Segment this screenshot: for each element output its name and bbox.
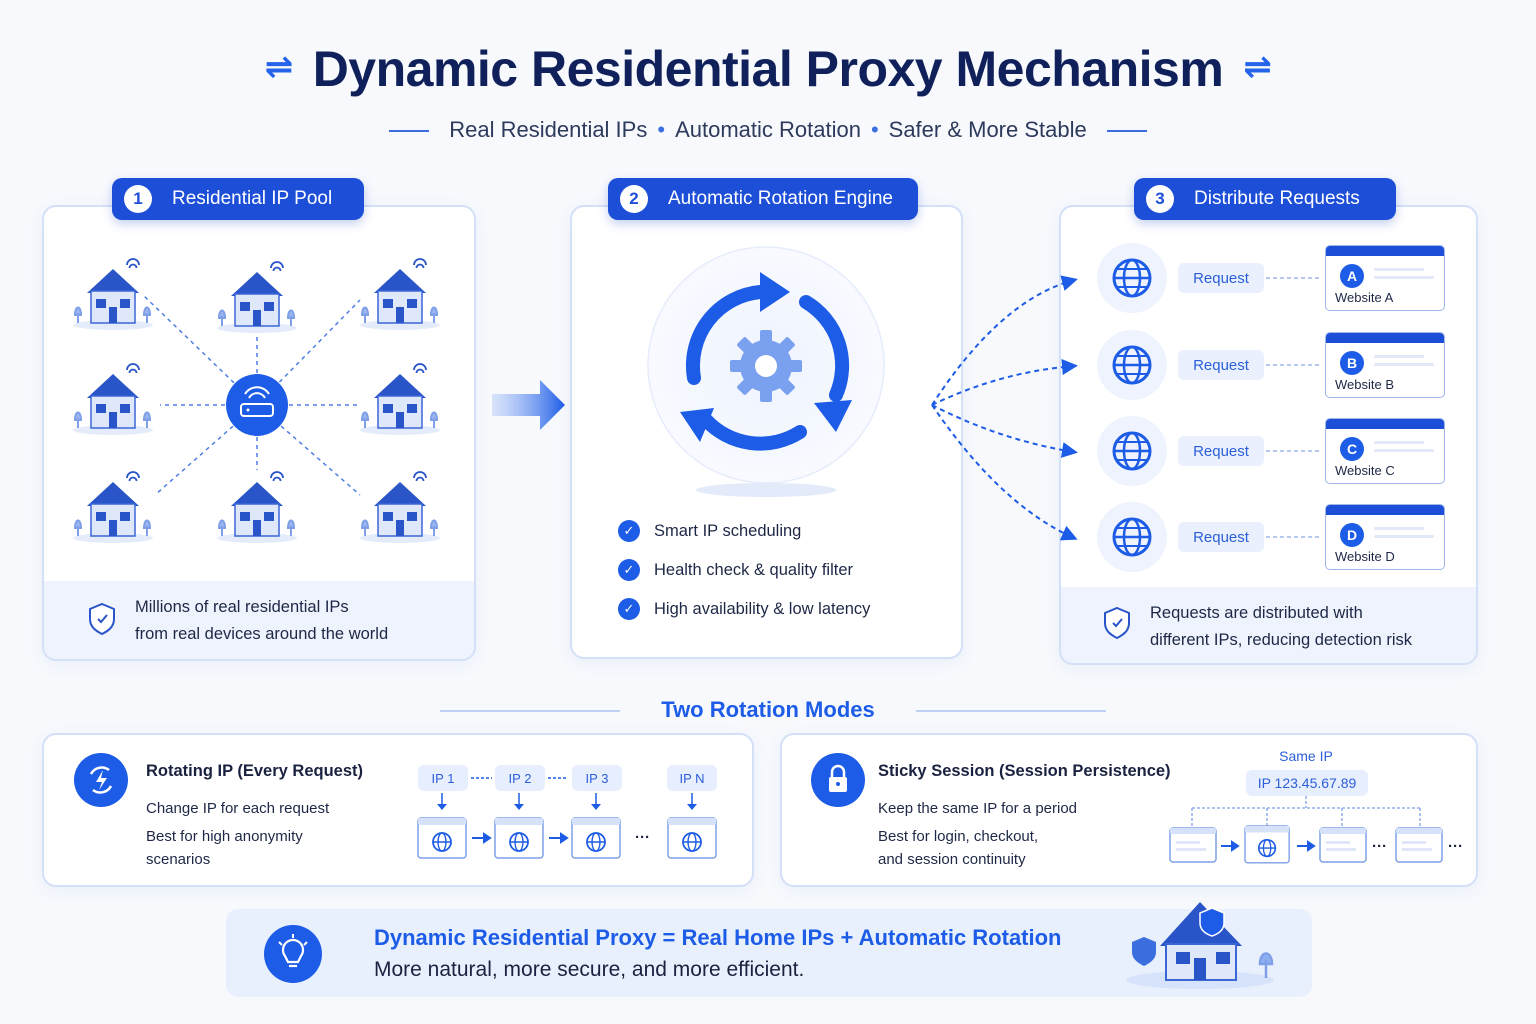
request-label: Request	[1178, 263, 1264, 293]
house-icon	[72, 471, 154, 544]
check-icon: ✓	[618, 520, 640, 542]
house-icon	[1126, 902, 1274, 989]
step-2-header: 2 Automatic Rotation Engine	[608, 178, 918, 220]
lightbulb-icon	[264, 925, 322, 983]
check-icon: ✓	[618, 559, 640, 581]
house-icon	[72, 258, 154, 331]
browser-window-icon	[494, 817, 544, 859]
lock-icon	[811, 753, 865, 807]
website-name: Website C	[1335, 463, 1395, 478]
ip-pill: IP 1	[418, 765, 468, 791]
house-icon	[216, 261, 298, 334]
browser-window-icon	[1319, 827, 1367, 863]
arrow-right-icon	[492, 380, 565, 430]
globe-icon	[1095, 328, 1169, 402]
globe-icon	[1095, 500, 1169, 574]
request-label: Request	[1178, 436, 1264, 466]
step-1-header: 1 Residential IP Pool	[112, 178, 364, 220]
ip-pill: IP 2	[495, 765, 545, 791]
house-icon	[359, 471, 441, 544]
globe-icon	[1095, 414, 1169, 488]
shield-icon	[1104, 606, 1130, 640]
globe-icon	[1095, 241, 1169, 315]
rotating-mode-desc: Change IP for each request Best for high…	[146, 800, 330, 868]
browser-window-icon	[1169, 827, 1217, 863]
distribute-footer	[1061, 587, 1476, 663]
subtitle: Real Residential IPs • Automatic Rotation •…	[0, 117, 1536, 143]
subtitle-item-3: Safer & More Stable	[888, 117, 1087, 142]
step-3-header: 3 Distribute Requests	[1134, 178, 1396, 220]
website-card: C Website C	[1325, 418, 1445, 484]
title-deco-right-icon: ⇌	[1243, 47, 1272, 86]
shield-icon	[89, 602, 115, 636]
distribution-arrows	[931, 275, 1078, 541]
sticky-ip-pill: IP 123.45.67.89	[1246, 770, 1368, 796]
request-label: Request	[1178, 350, 1264, 380]
banner-title: Dynamic Residential Proxy = Real Home IP…	[374, 925, 1062, 950]
step-2-number: 2	[620, 185, 648, 213]
banner-subtitle: More natural, more secure, and more effi…	[374, 958, 805, 981]
distribute-note: Requests are distributed with different …	[1150, 604, 1413, 649]
feature-item: ✓ High availability & low latency	[618, 598, 870, 620]
website-badge: A	[1340, 264, 1364, 288]
rotating-mode-title: Rotating IP (Every Request)	[146, 762, 363, 780]
pool-note: Millions of real residential IPs from re…	[135, 598, 389, 643]
browser-window-icon	[667, 817, 717, 859]
rotating-mode-panel	[42, 733, 754, 887]
ip-pill: IP 3	[572, 765, 622, 791]
gear-icon	[730, 330, 802, 402]
router-wifi-icon	[226, 374, 288, 436]
sticky-mode-desc: Keep the same IP for a period Best for l…	[878, 800, 1078, 868]
website-badge: D	[1340, 523, 1364, 547]
modes-section-title: Two Rotation Modes	[661, 697, 875, 722]
page-title: ⇌Dynamic Residential Proxy Mechanism⇌	[264, 41, 1272, 97]
subtitle-item-1: Real Residential IPs	[449, 117, 648, 142]
website-name: Website B	[1335, 377, 1395, 392]
ellipsis: ···	[635, 829, 650, 846]
ellipsis: ···	[1372, 838, 1387, 855]
website-card: D Website D	[1325, 504, 1445, 570]
step-3-number: 3	[1146, 185, 1174, 213]
step-1-number: 1	[124, 185, 152, 213]
refresh-cycle-icon	[685, 285, 850, 451]
check-icon: ✓	[618, 598, 640, 620]
sticky-mode-title: Sticky Session (Session Persistence)	[878, 762, 1171, 780]
house-icon	[216, 471, 298, 544]
browser-window-icon	[1395, 827, 1443, 863]
step-3-label: Distribute Requests	[1194, 188, 1360, 209]
ip-pill: IP N	[667, 765, 717, 791]
website-name: Website A	[1335, 290, 1394, 305]
website-name: Website D	[1335, 549, 1395, 564]
website-badge: C	[1340, 437, 1364, 461]
house-icon	[359, 363, 441, 436]
website-badge: B	[1340, 351, 1364, 375]
house-icon	[359, 258, 441, 331]
ellipsis: ···	[1448, 838, 1463, 855]
website-card: A Website A	[1325, 245, 1445, 311]
title-deco-left-icon: ⇌	[264, 47, 294, 86]
browser-window-icon	[571, 817, 621, 859]
step-1-label: Residential IP Pool	[172, 188, 333, 209]
subtitle-separator: •	[657, 117, 666, 142]
house-icon	[72, 363, 154, 436]
step-2-label: Automatic Rotation Engine	[668, 188, 893, 209]
flash-rotate-icon	[74, 753, 128, 807]
subtitle-separator: •	[870, 117, 879, 142]
website-card: B Website B	[1325, 332, 1445, 398]
ip-pool-footer	[44, 581, 474, 659]
feature-item: ✓ Smart IP scheduling	[618, 520, 801, 542]
subtitle-item-2: Automatic Rotation	[675, 117, 861, 142]
browser-window-icon	[1244, 825, 1290, 864]
request-label: Request	[1178, 522, 1264, 552]
browser-window-icon	[417, 817, 467, 859]
feature-item: ✓ Health check & quality filter	[618, 559, 853, 581]
same-ip-label: Same IP	[1279, 748, 1333, 764]
